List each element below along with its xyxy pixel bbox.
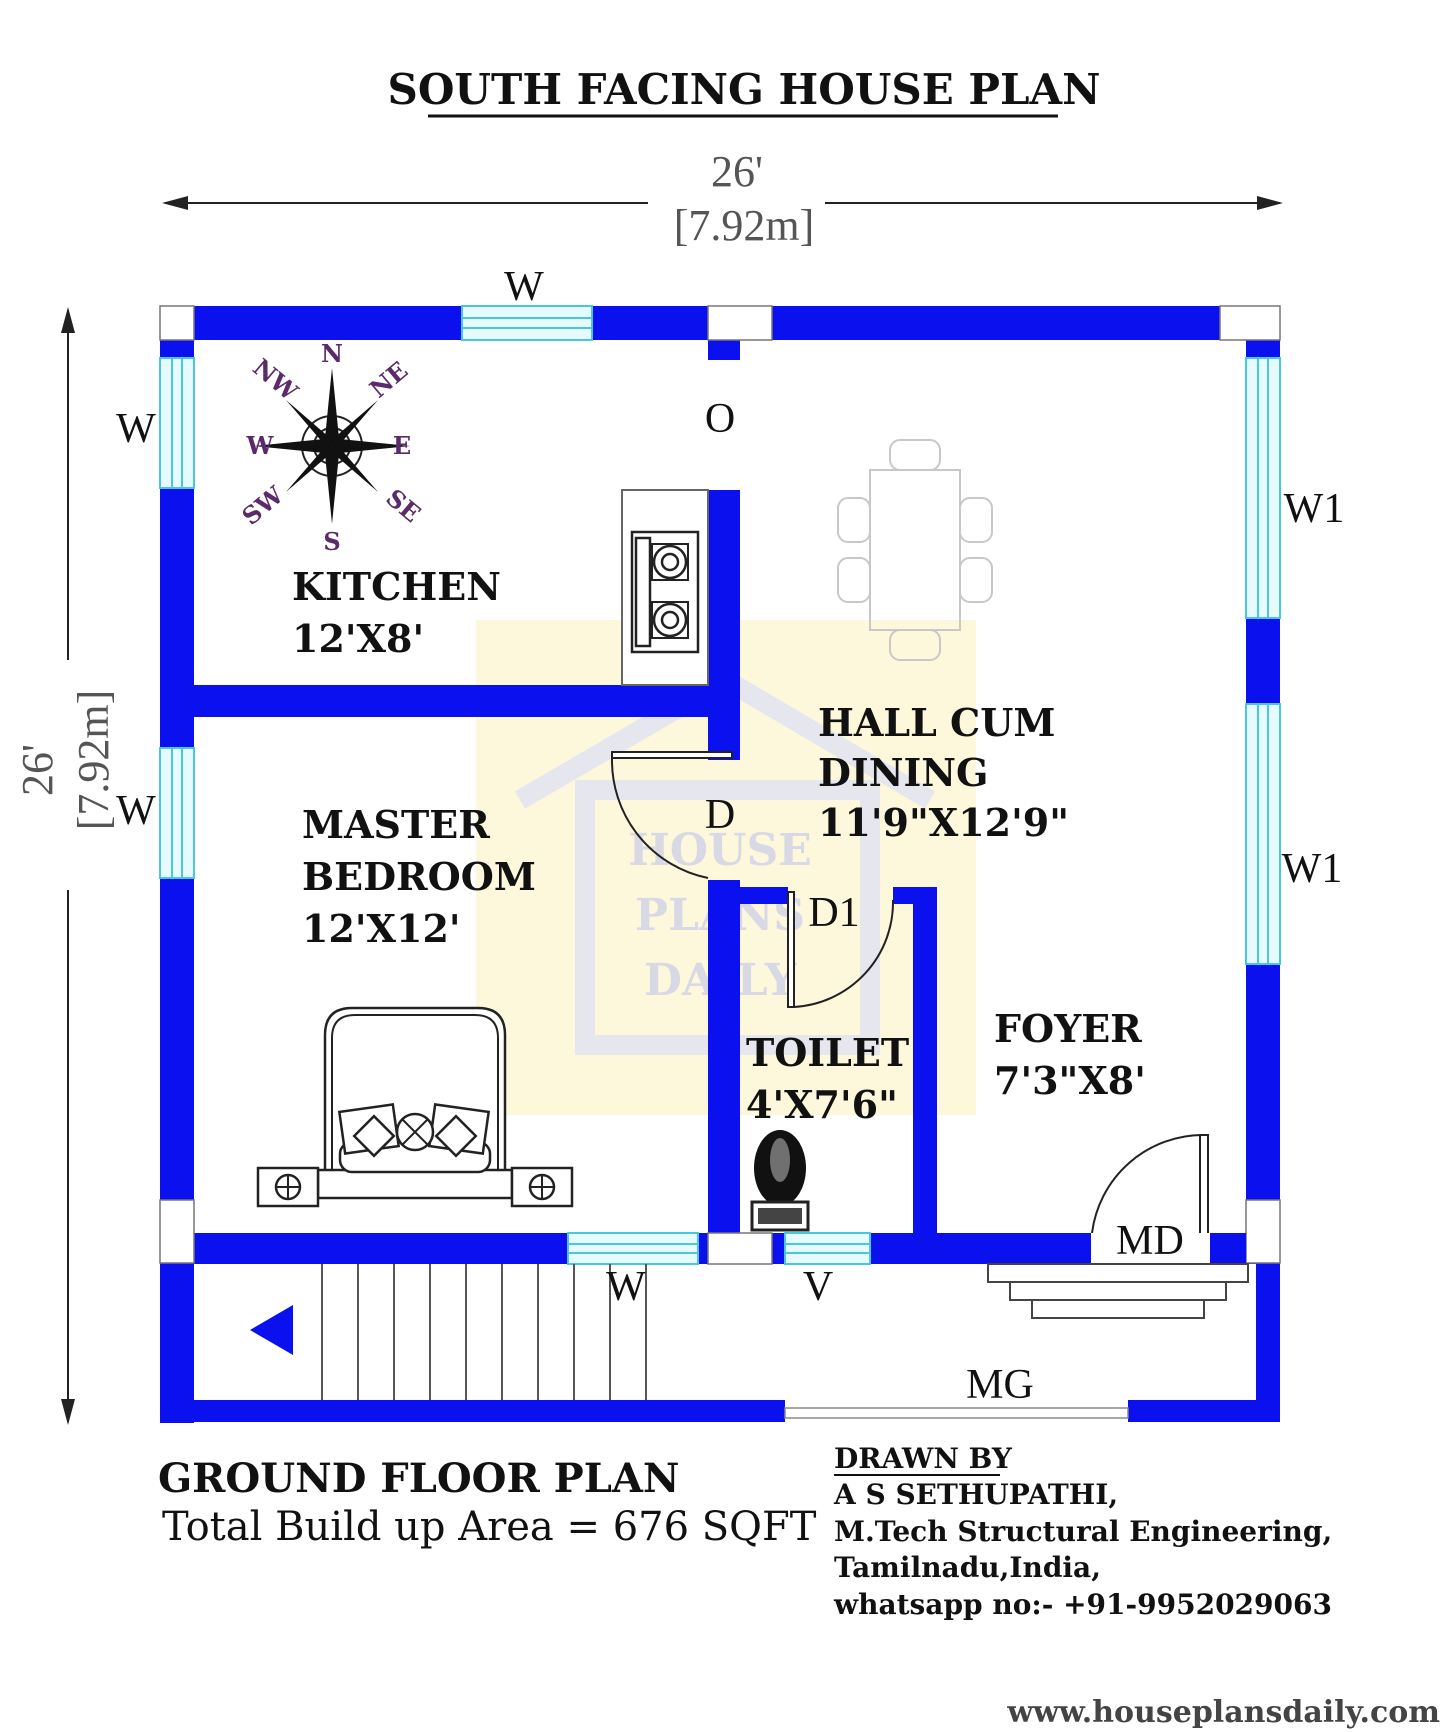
- window-w1-upper: [1245, 357, 1281, 619]
- author-qualification: M.Tech Structural Engineering,: [834, 1515, 1332, 1548]
- label-window-bottom: W: [606, 1264, 646, 1310]
- label-opening-o: O: [705, 396, 735, 442]
- label-w1-lower: W1: [1282, 846, 1343, 892]
- compass-n: N: [321, 339, 343, 368]
- door-bedroom: [610, 751, 733, 879]
- author-location: Tamilnadu,India,: [834, 1551, 1101, 1584]
- doors: [610, 751, 1246, 1264]
- opening-labels: W W W W W1 W1 O D D1 V MD MG: [116, 264, 1344, 1408]
- kitchen-size: 12'X8': [292, 616, 424, 661]
- stair-direction-arrow: [250, 1305, 293, 1355]
- compass-sw: SW: [236, 479, 289, 530]
- hall-size: 11'9"X12'9": [818, 800, 1069, 845]
- window-w1-lower: [1245, 703, 1281, 965]
- depth-dimension: 26' [7.92m]: [13, 307, 118, 1425]
- width-meter-label: [7.92m]: [674, 201, 815, 250]
- staircase: [250, 1264, 647, 1400]
- label-w1-upper: W1: [1284, 486, 1345, 532]
- compass-w: W: [246, 431, 275, 460]
- hall-name-line2: DINING: [818, 750, 988, 795]
- width-dimension: 26' [7.92m]: [162, 147, 1283, 250]
- window-top: [461, 305, 593, 341]
- author-name: A S SETHUPATHI,: [833, 1478, 1118, 1511]
- depth-feet-label: 26': [13, 744, 62, 796]
- foyer-size: 7'3"X8': [994, 1058, 1146, 1103]
- dining-table: [837, 439, 993, 661]
- drawn-by-heading: DRAWN BY: [834, 1442, 1013, 1475]
- label-window-top: W: [504, 264, 544, 310]
- website-url: www.houseplansdaily.com: [1006, 1695, 1440, 1730]
- plan-title: SOUTH FACING HOUSE PLAN: [388, 65, 1101, 114]
- author-contact: whatsapp no:- +91-9952029063: [833, 1588, 1332, 1621]
- bedroom-name-line1: MASTER: [302, 802, 490, 847]
- kitchen-counter: [621, 489, 709, 686]
- window-bedroom-bottom: [567, 1232, 699, 1265]
- bedroom-name-line2: BEDROOM: [302, 854, 536, 899]
- label-door-d: D: [705, 792, 735, 838]
- main-gate: [784, 1407, 1129, 1419]
- toilet-fixture: [750, 1130, 810, 1232]
- floor-name: GROUND FLOOR PLAN: [158, 1455, 679, 1502]
- room-labels: KITCHEN 12'X8' MASTER BEDROOM 12'X12' HA…: [292, 564, 1146, 1127]
- footer: GROUND FLOOR PLAN Total Build up Area = …: [158, 1442, 1440, 1730]
- toilet-size: 4'X7'6": [746, 1082, 898, 1127]
- label-window-left-lower: W: [116, 788, 156, 834]
- bedroom-size: 12'X12': [302, 906, 461, 951]
- compass-ne: NE: [364, 355, 413, 403]
- foyer-name: FOYER: [994, 1006, 1142, 1051]
- label-main-gate: MG: [966, 1362, 1034, 1408]
- windows: [159, 305, 1281, 1419]
- window-left-upper: [159, 357, 195, 489]
- label-ventilator: V: [803, 1264, 833, 1310]
- toilet-name: TOILET: [746, 1030, 909, 1075]
- bed: [256, 1006, 574, 1208]
- build-up-area: Total Build up Area = 676 SQFT: [162, 1504, 817, 1550]
- door-main: [1085, 1133, 1246, 1264]
- compass-rose: N S E W NE NW SE SW: [236, 339, 426, 556]
- hall-name-line1: HALL CUM: [818, 700, 1056, 745]
- ventilator-toilet: [784, 1232, 871, 1265]
- window-left-lower: [159, 747, 195, 879]
- width-feet-label: 26': [711, 147, 763, 196]
- compass-s: S: [323, 527, 340, 556]
- label-door-d1: D1: [808, 890, 859, 936]
- entrance-steps: [987, 1263, 1249, 1319]
- door-toilet: [787, 891, 895, 1008]
- compass-nw: NW: [247, 353, 304, 407]
- corner-piers: [159, 305, 1281, 1265]
- watermark-line1: HOUSE: [628, 825, 812, 876]
- label-main-door: MD: [1116, 1218, 1184, 1264]
- compass-se: SE: [380, 483, 426, 528]
- label-window-left-upper: W: [116, 406, 156, 452]
- kitchen-name: KITCHEN: [292, 564, 501, 609]
- compass-e: E: [393, 431, 411, 460]
- depth-meter-label: [7.92m]: [69, 690, 118, 831]
